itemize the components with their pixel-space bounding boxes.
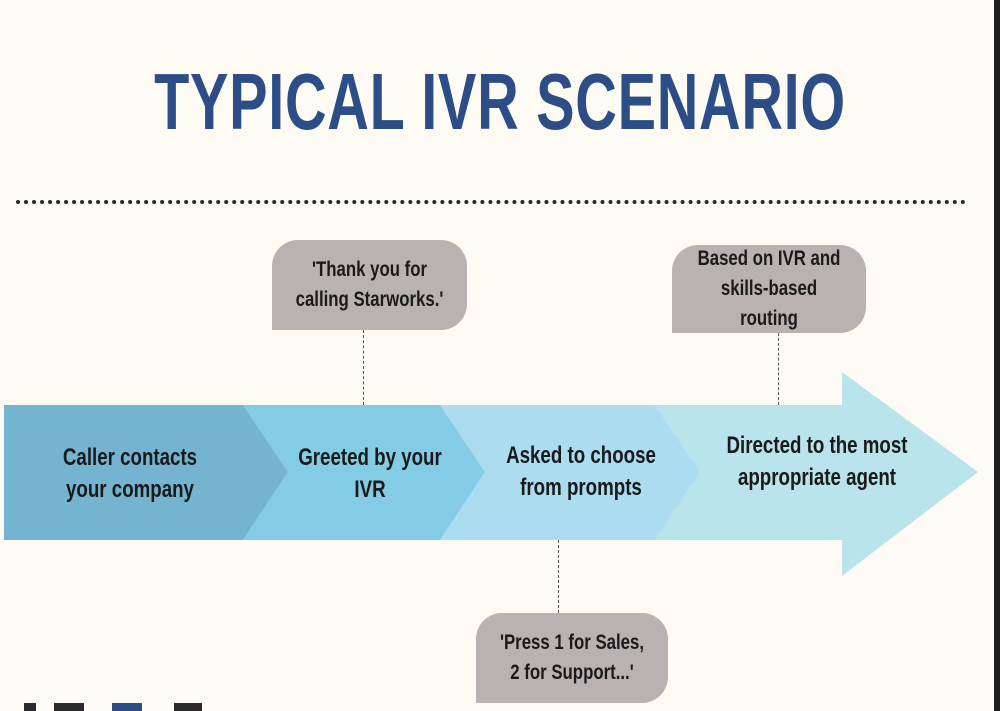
routing-connector: [778, 333, 779, 405]
greeting-callout-text: 'Thank you for calling Starworks.': [295, 258, 444, 311]
prompts-callout-text: 'Press 1 for Sales, 2 for Support...': [499, 631, 645, 684]
window-edge: [994, 0, 1000, 711]
step-1-label: Caller contacts your company: [62, 444, 198, 503]
greeting-callout: 'Thank you for calling Starworks.': [272, 240, 467, 330]
step-4-label: Directed to the most appropriate agent: [726, 432, 908, 491]
step-4-segment: [655, 372, 978, 576]
step-2-segment: [243, 405, 485, 540]
prompts-callout: 'Press 1 for Sales, 2 for Support...': [476, 613, 668, 703]
routing-callout-text: Based on IVR and skills-based routing: [697, 247, 841, 330]
step-2-label: Greeted by your IVR: [298, 444, 442, 503]
dotted-divider: [16, 200, 966, 204]
prompts-connector: [558, 540, 559, 613]
step-3-segment: [440, 405, 700, 540]
page-title: TYPICAL IVR SCENARIO: [154, 57, 846, 146]
step-1-segment: [4, 405, 288, 540]
step-3-label: Asked to choose from prompts: [506, 442, 656, 501]
routing-callout: Based on IVR and skills-based routing: [672, 245, 866, 333]
footer-logo-fragment: [24, 703, 254, 711]
greeting-connector: [363, 330, 364, 405]
